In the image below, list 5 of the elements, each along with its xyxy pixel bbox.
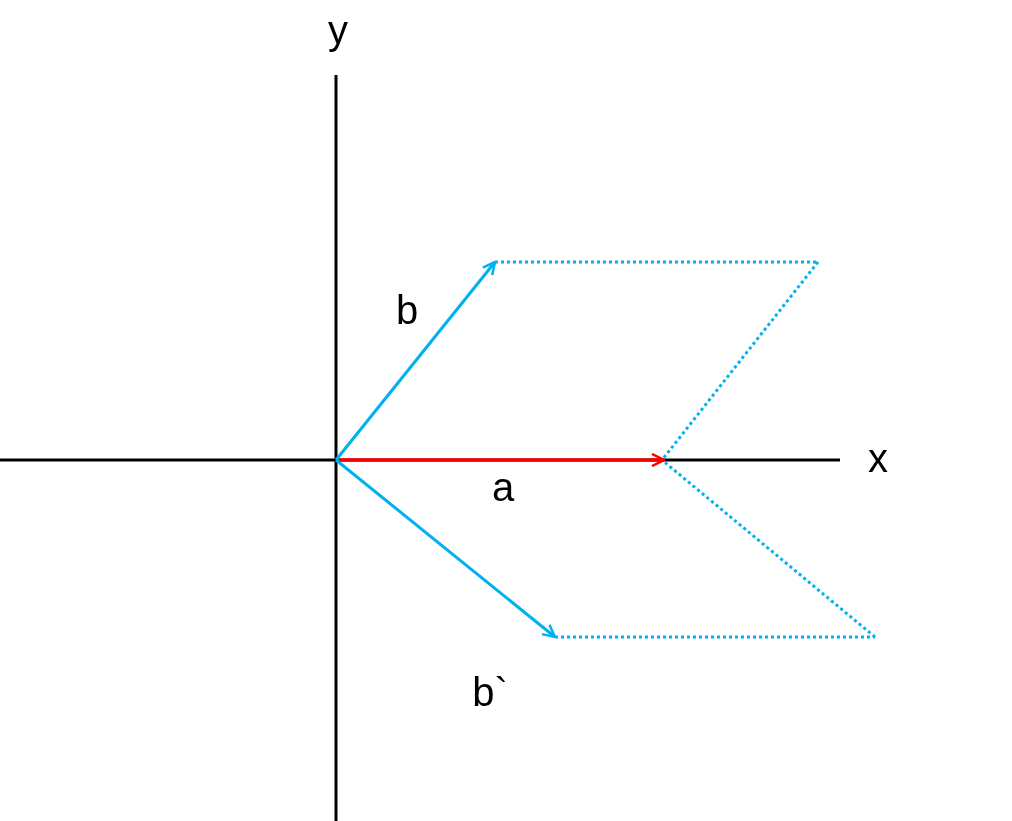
vector-label: b: [395, 290, 419, 330]
vector-label: a: [491, 467, 515, 507]
axis-label: x: [868, 438, 888, 478]
vector-label: b`: [472, 672, 508, 712]
axis-label: y: [328, 10, 348, 50]
